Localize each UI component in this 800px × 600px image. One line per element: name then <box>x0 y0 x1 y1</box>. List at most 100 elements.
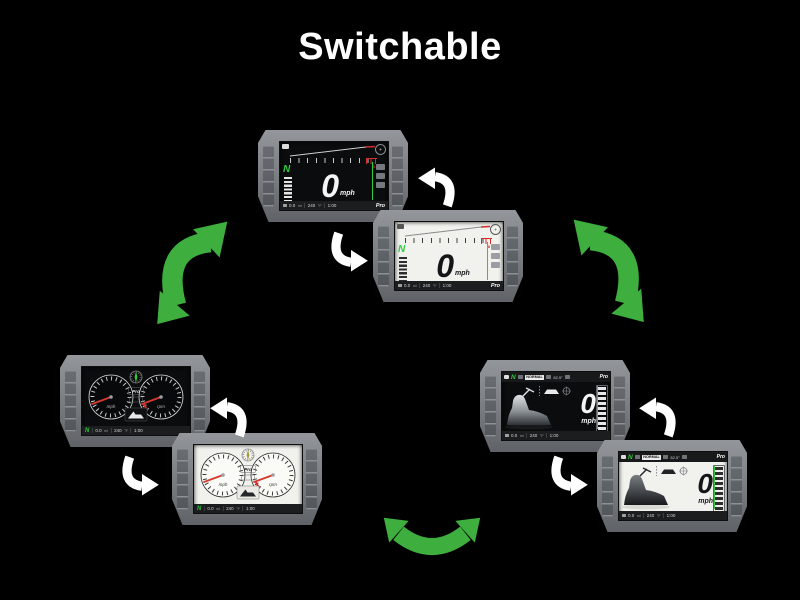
odometer-value: 0.0 <box>404 283 411 288</box>
gear-indicator: N <box>628 453 633 461</box>
menu-icon <box>376 164 385 170</box>
divider <box>526 433 528 438</box>
water-temp-badge: 82.5° <box>553 374 563 380</box>
rpm-redzone <box>481 238 492 244</box>
temp-value: 240 <box>114 428 122 433</box>
gauge-unit-label: mph <box>107 404 116 409</box>
jetski-image <box>505 387 553 430</box>
menu-icon <box>376 173 385 179</box>
divider <box>203 506 205 511</box>
speed-value: 0 <box>436 247 454 284</box>
tachometer-needle <box>253 474 274 483</box>
switch-arrow-right <box>573 219 644 323</box>
menu-icon <box>491 262 500 268</box>
temp-unit: °F <box>317 203 322 208</box>
trim-indicator <box>656 466 688 476</box>
mode-badge: NORMAL <box>641 454 662 460</box>
clock-value: 1:00 <box>666 513 676 518</box>
odometer-unit: mi <box>636 513 641 518</box>
speedometer-needle <box>203 474 224 483</box>
compass-icon <box>129 370 143 384</box>
odometer-value: 0.0 <box>95 428 102 433</box>
digital-screen: 8 N 0 mph 0.0 mi 240 °F 1:00 Pro <box>279 141 389 211</box>
bezel-button-strip-right <box>392 145 403 207</box>
odometer-unit: mi <box>519 433 524 438</box>
top-bar: N NORMAL 82.5° Pro <box>502 372 610 382</box>
display-gauges-dark: mph rpm Pro N <box>60 355 210 447</box>
divider <box>324 203 326 208</box>
status-bar: N 0.0 mi 240 °F 1:00 <box>194 504 302 513</box>
divider <box>110 428 112 433</box>
divider-line <box>714 465 715 509</box>
fuel-level-bar <box>399 257 407 281</box>
gauges-graphic: mph rpm Pro <box>88 370 184 422</box>
divider-line <box>487 242 488 280</box>
temp-unit: °F <box>236 506 240 511</box>
signal-badge-icon <box>282 144 289 149</box>
fuel-level-bar <box>713 465 725 512</box>
temp-unit: °F <box>124 428 128 433</box>
signal-badge-icon <box>397 224 404 229</box>
menu-icon <box>564 375 570 379</box>
water-temp-badge: 82.5° <box>670 454 680 460</box>
status-bar: 0.0 mi 240 °F 1:00 Pro <box>280 201 388 210</box>
display-gauges-light: mph rpm Pro N <box>172 433 322 525</box>
compass-needle <box>246 449 250 461</box>
clock-value: 1:00 <box>245 506 255 511</box>
thermometer-icon <box>546 375 552 379</box>
trip-icon <box>505 433 509 438</box>
gauge-unit-label: mph <box>219 482 228 487</box>
odometer-value: 0.0 <box>207 506 214 511</box>
divider <box>304 203 306 208</box>
fuel-level-bar <box>284 177 292 201</box>
odometer-value: 0.0 <box>511 433 518 438</box>
speed-value: 0 <box>321 167 339 204</box>
speed-unit: mph <box>698 498 713 505</box>
status-bar: N 0.0 mi 240 °F 1:00 <box>82 426 190 435</box>
brand-logo: Pro <box>132 389 140 394</box>
divider <box>91 428 93 433</box>
menu-icon <box>681 455 687 459</box>
gauge-unit-label: rpm <box>157 404 165 409</box>
gear-indicator: N <box>85 427 90 434</box>
gauges-graphic: mph rpm Pro <box>200 448 296 500</box>
divider <box>222 506 224 511</box>
watercraft-screen: N NORMAL 82.5° Pro <box>618 451 728 521</box>
divider <box>643 513 645 518</box>
clock-value: 1:00 <box>327 203 337 208</box>
odometer-unit: mi <box>297 203 302 208</box>
clock-value: 1:00 <box>133 428 143 433</box>
temp-unit: °F <box>656 513 661 518</box>
mode-toggle-arrow <box>119 451 165 497</box>
thermometer-icon <box>663 455 669 459</box>
temp-unit: °F <box>432 283 437 288</box>
top-bar: N NORMAL 82.5° Pro <box>619 452 727 462</box>
menu-icon <box>517 375 523 379</box>
speedometer-needle <box>91 396 112 405</box>
display-digital-dark: 8 N 0 mph 0.0 mi 240 °F 1:00 Pro <box>258 130 408 222</box>
menu-icon <box>634 455 640 459</box>
boat-icon <box>544 389 559 394</box>
trip-icon <box>622 513 626 518</box>
speed-value: 0 <box>697 468 713 499</box>
speed-unit: mph <box>581 418 596 425</box>
speed-readout: 0 mph <box>421 242 485 284</box>
bezel-button-strip-left <box>485 375 496 437</box>
odometer-unit: mi <box>216 506 221 511</box>
temp-value: 240 <box>422 283 431 288</box>
mode-toggle-arrow <box>633 396 679 442</box>
temp-value: 240 <box>529 433 538 438</box>
temp-unit: °F <box>539 433 544 438</box>
odometer-value: 0.0 <box>628 513 635 518</box>
boat-icon <box>661 469 676 474</box>
gear-indicator: N <box>283 164 291 175</box>
temp-value: 240 <box>646 513 655 518</box>
compass-icon <box>490 224 501 235</box>
rpm-scale: 8 <box>405 238 492 249</box>
boat-icon <box>128 411 144 419</box>
mode-badge: NORMAL <box>524 374 545 380</box>
gauge-unit-label: rpm <box>269 482 277 487</box>
speed-value: 0 <box>580 388 596 419</box>
divider <box>663 513 665 518</box>
menu-icon <box>376 182 385 188</box>
